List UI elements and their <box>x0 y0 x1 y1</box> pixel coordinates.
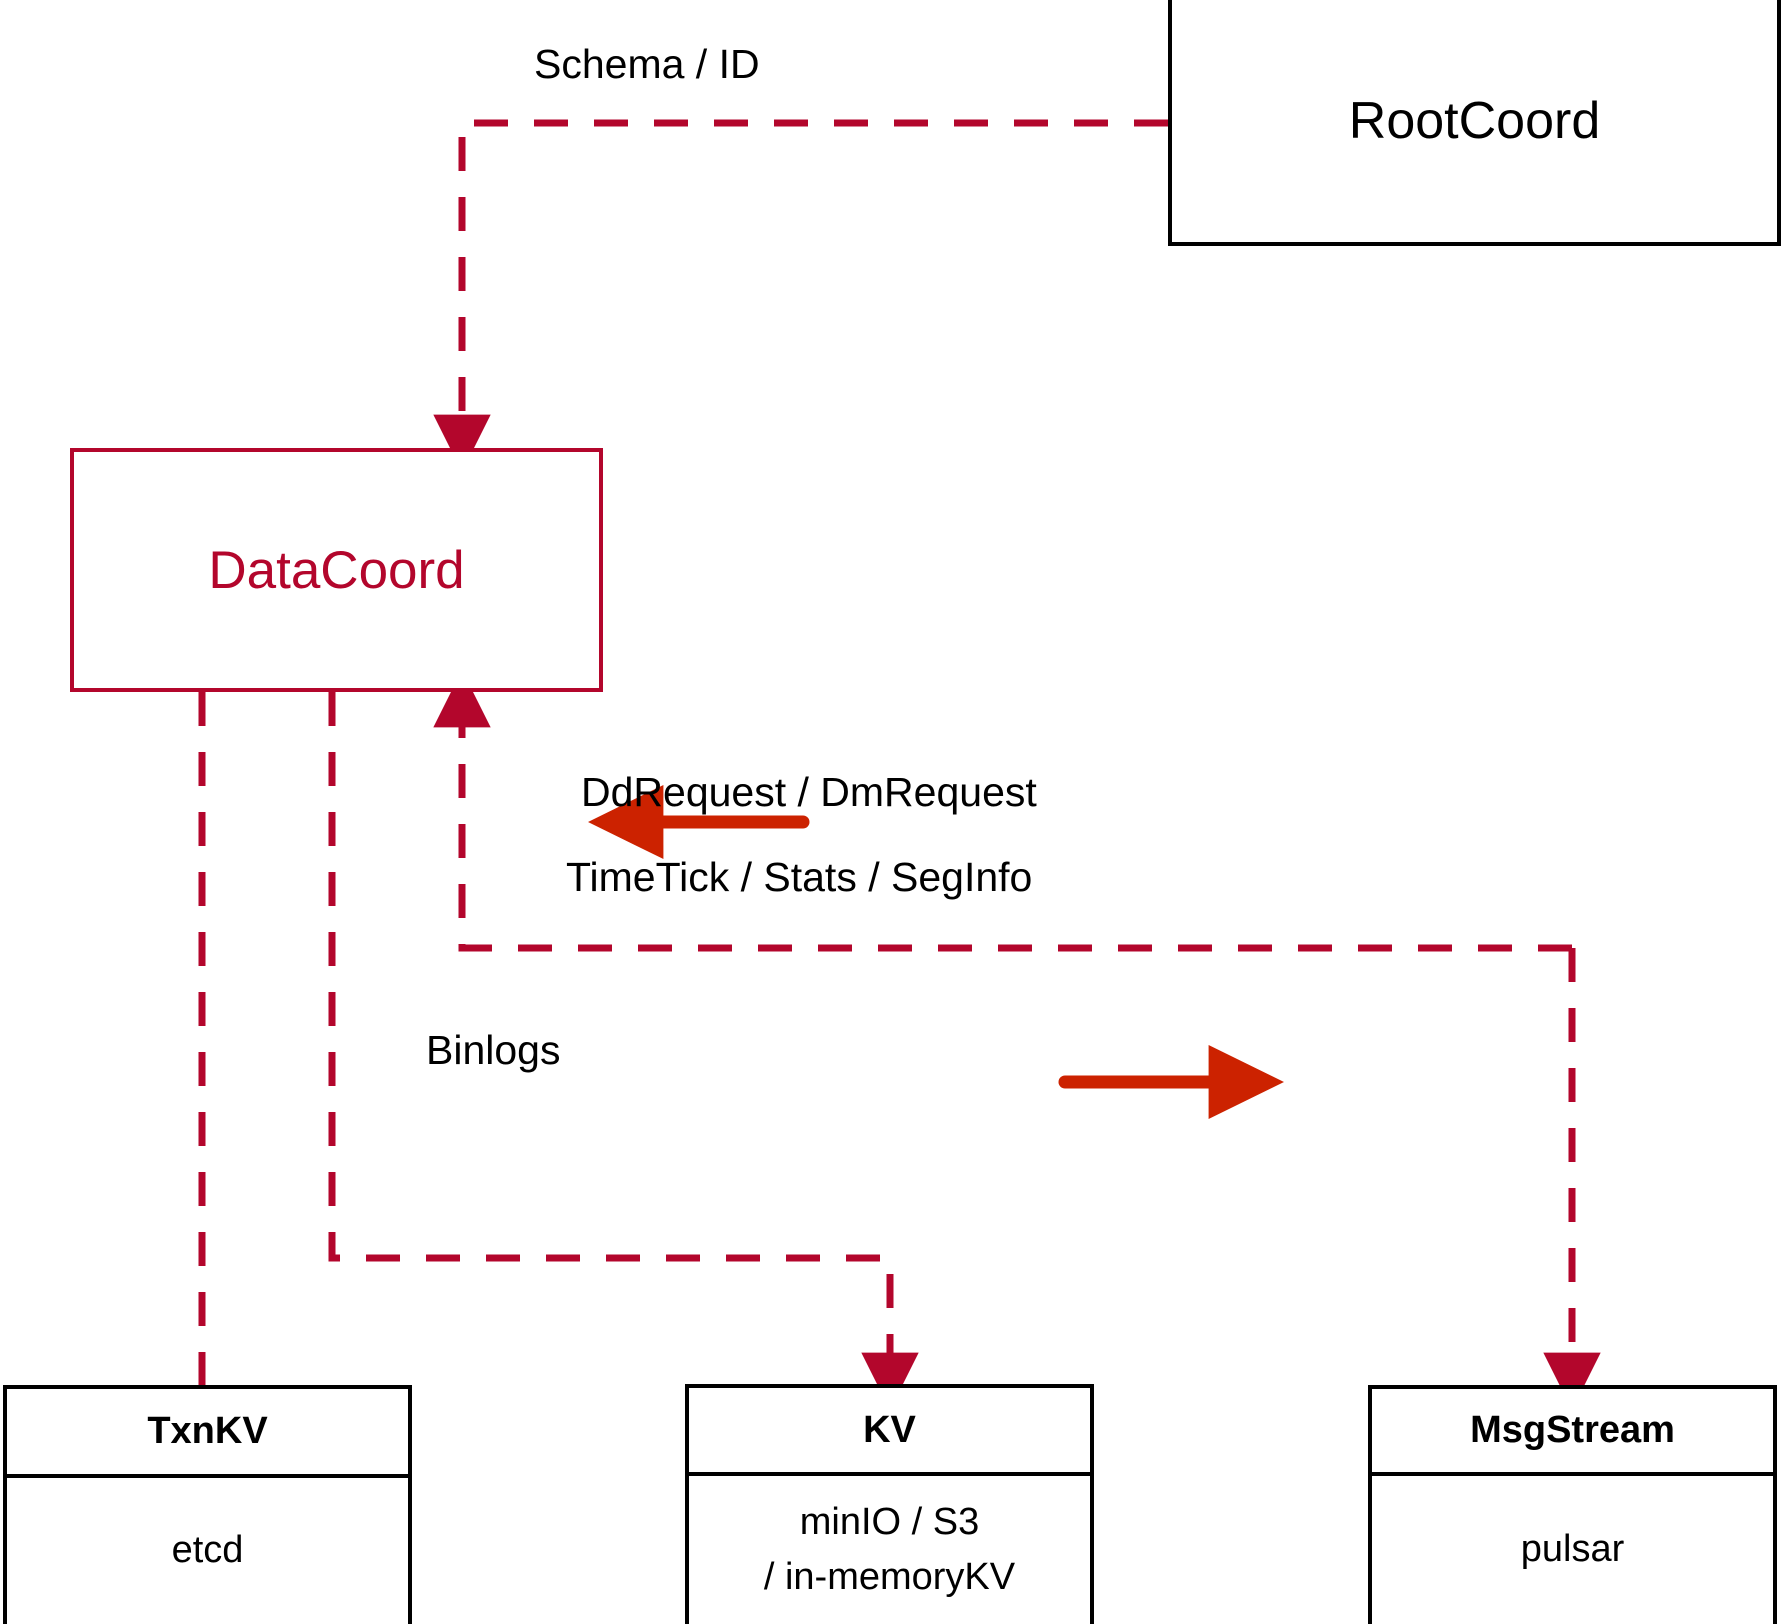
node-kv-body-line-2: / in-memoryKV <box>763 1556 1016 1598</box>
edge-label-dd-dm-request: DdRequest / DmRequest <box>581 769 1037 815</box>
node-txnkv-body-line: etcd <box>171 1529 244 1572</box>
node-datacoord-label: DataCoord <box>208 540 465 600</box>
node-kv-body-line-1: minIO / S3 <box>799 1500 980 1543</box>
node-msgstream[interactable]: MsgStream pulsar <box>1368 1385 1777 1624</box>
node-rootcoord[interactable]: RootCoord <box>1168 0 1781 246</box>
node-kv[interactable]: KV minIO / S3 / in-memoryKV <box>685 1384 1094 1624</box>
node-datacoord[interactable]: DataCoord <box>70 448 603 692</box>
edge-msgstream-datacoord <box>433 670 1572 952</box>
edge-label-timetick-stats-seginfo: TimeTick / Stats / SegInfo <box>566 854 1033 900</box>
node-rootcoord-label: RootCoord <box>1348 92 1601 150</box>
node-txnkv-body: etcd <box>7 1478 408 1624</box>
node-txnkv-header: TxnKV <box>7 1389 408 1478</box>
edge-schema-id <box>433 119 1168 472</box>
node-txnkv[interactable]: TxnKV etcd <box>3 1385 412 1624</box>
edge-label-binlogs: Binlogs <box>426 1027 561 1073</box>
edge-label-schema-id: Schema / ID <box>534 41 760 87</box>
edge-binlogs <box>328 692 919 1410</box>
node-kv-header: KV <box>689 1388 1090 1476</box>
node-kv-body: minIO / S3 / in-memoryKV <box>689 1476 1090 1624</box>
node-msgstream-header: MsgStream <box>1372 1389 1773 1476</box>
node-msgstream-body-line: pulsar <box>1520 1528 1625 1571</box>
node-msgstream-body: pulsar <box>1372 1476 1773 1624</box>
